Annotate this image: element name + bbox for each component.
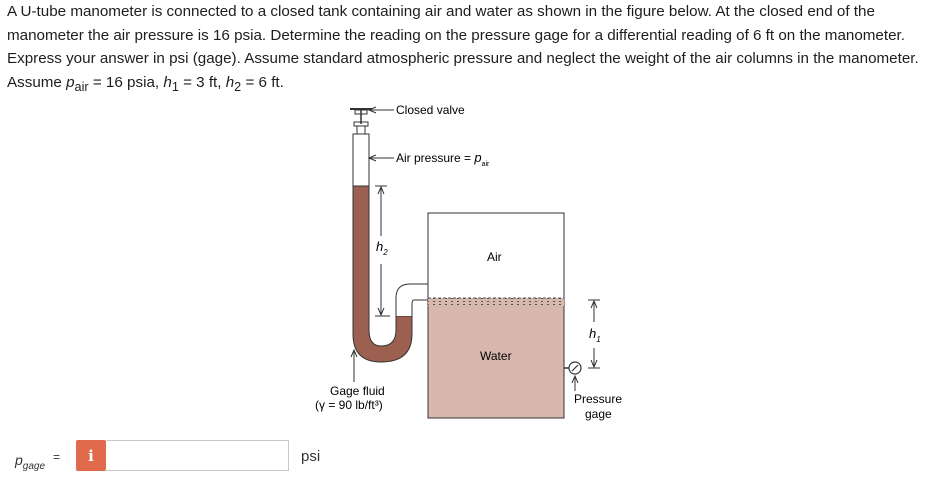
pressure-gage-label-2: gage: [585, 407, 612, 421]
givens-h2-symbol: h: [225, 73, 235, 91]
air-pressure-text: Air pressure =: [396, 151, 474, 165]
givens-h2-value: = 6 ft.: [241, 73, 284, 91]
h1-label: h1: [589, 326, 601, 344]
air-pressure-label: Air pressure = pair: [396, 150, 490, 168]
air-pressure-symbol: p: [473, 150, 481, 165]
givens-h1-symbol: h: [163, 73, 172, 91]
left-tube-air: [352, 133, 370, 187]
gage-fluid-gamma: (γ = 90 lb/ft³): [315, 398, 383, 412]
h2-dimension: [375, 185, 390, 317]
answer-label-symbol: p: [15, 452, 23, 468]
tank-air: [427, 212, 565, 301]
pressure-gage-icon: [564, 361, 582, 391]
problem-line-3: Express your answer in psi (gage). Assum…: [7, 50, 919, 67]
answer-label: pgage: [15, 452, 45, 472]
problem-line-1: A U-tube manometer is connected to a clo…: [7, 3, 875, 20]
u-tube-gage-fluid: [352, 185, 413, 363]
h2-label-symbol: h: [376, 239, 383, 254]
connector-tube: [395, 283, 429, 316]
h1-label-symbol: h: [589, 326, 596, 341]
manometer-figure: h2 h1 Closed valve Air pressure = pair A…: [315, 103, 622, 421]
givens-p-value: = 16 psia,: [88, 73, 164, 91]
givens-h2-sub: 2: [234, 79, 242, 94]
givens-h1-value: = 3 ft,: [178, 73, 226, 91]
pressure-gage-label-1: Pressure: [574, 392, 622, 406]
h1-dimension: [588, 299, 600, 369]
info-icon[interactable]: i: [76, 440, 106, 471]
tank-air-label: Air: [487, 250, 502, 264]
tank-water: [427, 299, 565, 419]
water-surface: [428, 298, 564, 306]
problem-line-2: manometer the air pressure is 16 psia. D…: [7, 26, 905, 44]
h2-label-sub: 2: [382, 248, 388, 257]
givens-prefix: Assume: [7, 73, 67, 91]
h1-label-sub: 1: [596, 335, 600, 344]
closed-valve-icon: [350, 108, 372, 135]
answer-unit: psi: [301, 448, 321, 465]
problem-statement: A U-tube manometer is connected to a clo…: [7, 0, 942, 99]
givens-p-sub: air: [74, 79, 89, 94]
h2-label: h2: [376, 239, 388, 257]
tank-water-label: Water: [480, 349, 512, 363]
air-pressure-sub: air: [482, 161, 490, 168]
givens-p-symbol: p: [66, 73, 75, 91]
answer-input[interactable]: [106, 440, 289, 471]
closed-valve-label: Closed valve: [396, 103, 465, 117]
answer-equals: =: [53, 450, 61, 464]
answer-row: pgage = i psi: [0, 438, 947, 474]
givens-h1-sub: 1: [171, 79, 179, 94]
problem-givens: Assume pair = 16 psia, h1 = 3 ft, h2 = 6…: [7, 71, 942, 100]
gage-fluid-label: Gage fluid: [330, 384, 385, 398]
answer-label-sub: gage: [22, 460, 46, 472]
